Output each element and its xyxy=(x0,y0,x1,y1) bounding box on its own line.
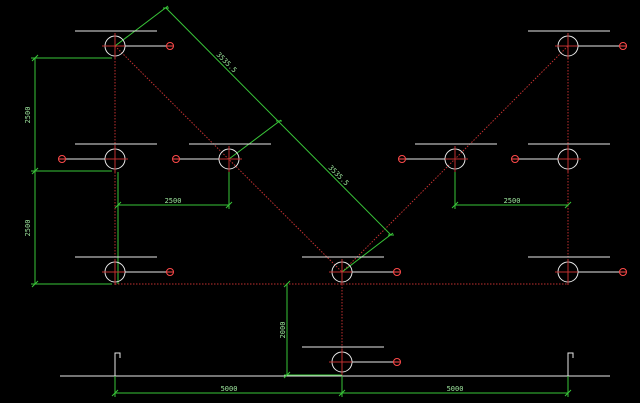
symbols xyxy=(58,30,627,375)
dim-left-upper-vertical: 2500 xyxy=(24,107,32,124)
symbol-top-left[interactable] xyxy=(75,30,174,59)
symbol-bottom-left[interactable] xyxy=(75,256,174,285)
symbol-mid-right-inner[interactable] xyxy=(398,143,498,172)
dim-left-lower-vertical: 2500 xyxy=(24,220,32,237)
dim-diagonal-upper: 3535.5 xyxy=(215,51,239,75)
dim-left-horizontal: 2500 xyxy=(165,197,182,205)
dim-diagonal-lower: 3535.5 xyxy=(327,164,351,188)
symbol-floor-center[interactable] xyxy=(302,346,401,375)
symbol-mid-left-inner[interactable] xyxy=(172,143,272,172)
dim-bottom-right: 5000 xyxy=(447,385,464,393)
dim-right-horizontal: 2500 xyxy=(504,197,521,205)
symbol-top-right[interactable] xyxy=(528,30,627,59)
symbol-bottom-right[interactable] xyxy=(528,256,627,285)
dimension-lines xyxy=(31,5,572,397)
dim-bottom-left: 5000 xyxy=(221,385,238,393)
symbol-bottom-center[interactable] xyxy=(302,256,401,285)
dim-center-vertical: 2000 xyxy=(279,322,287,339)
symbol-mid-left[interactable] xyxy=(58,143,158,172)
floor-posts xyxy=(114,352,574,376)
centerlines xyxy=(114,45,569,375)
symbol-mid-right[interactable] xyxy=(511,143,611,172)
